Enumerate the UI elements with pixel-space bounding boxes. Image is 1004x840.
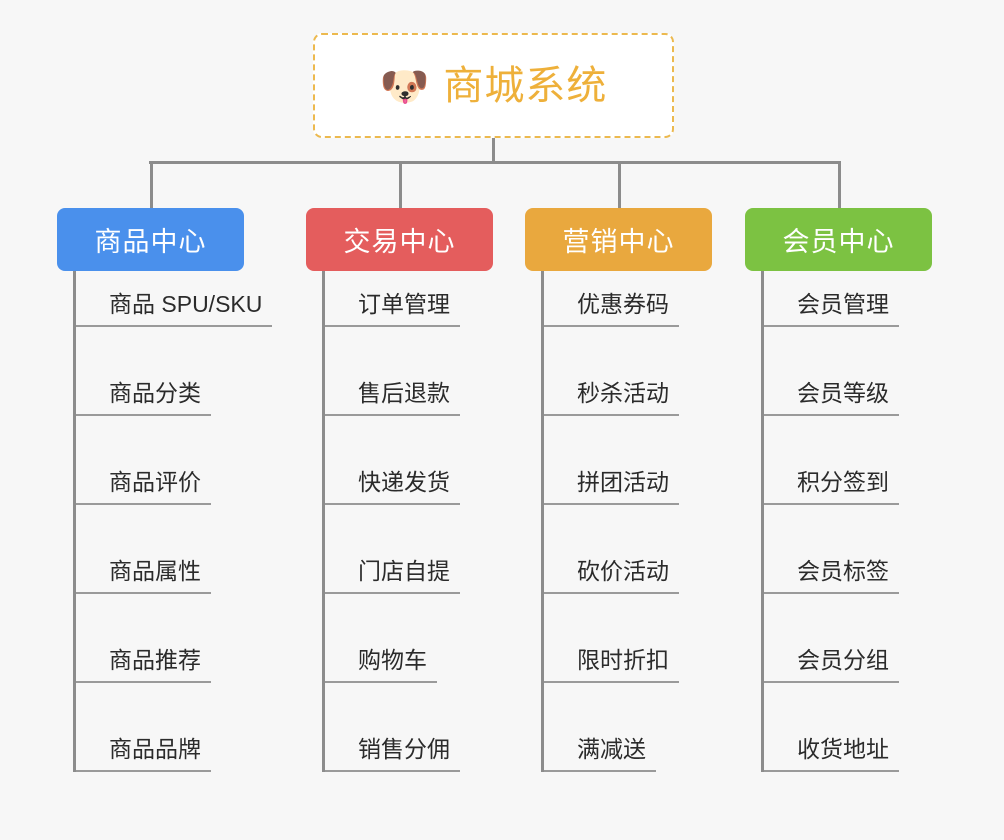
leaf-item-label: 会员标签 — [797, 558, 889, 584]
category-label: 交易中心 — [343, 227, 456, 257]
connector-drop-member-center — [838, 161, 841, 208]
connector-drop-product-center — [150, 161, 153, 208]
leaf-item-label: 商品推荐 — [109, 647, 201, 673]
leaf-item-label: 商品评价 — [109, 469, 201, 495]
leaf-item-label: 门店自提 — [358, 558, 450, 584]
leaf-item[interactable]: 拼团活动 — [544, 416, 679, 505]
leaf-item[interactable]: 商品评价 — [76, 416, 211, 505]
leaf-item[interactable]: 限时折扣 — [544, 594, 679, 683]
root-node-shopping-mall-system[interactable]: 🐶 商城系统 — [313, 33, 674, 138]
leaf-item[interactable]: 订单管理 — [325, 271, 460, 327]
leaf-item-label: 收货地址 — [797, 736, 889, 762]
leaf-item[interactable]: 砍价活动 — [544, 505, 679, 594]
leaf-item-label: 砍价活动 — [577, 558, 669, 584]
leaf-item[interactable]: 门店自提 — [325, 505, 460, 594]
leaf-item-label: 商品分类 — [109, 380, 201, 406]
leaf-item[interactable]: 秒杀活动 — [544, 327, 679, 416]
branch-column-marketing-center: 营销中心优惠券码秒杀活动拼团活动砍价活动限时折扣满减送 — [525, 208, 712, 772]
branch-trunk-trade-center: 订单管理售后退款快递发货门店自提购物车销售分佣 — [322, 271, 493, 772]
leaf-item[interactable]: 商品属性 — [76, 505, 211, 594]
leaf-item[interactable]: 商品品牌 — [76, 683, 211, 772]
leaf-item[interactable]: 商品推荐 — [76, 594, 211, 683]
leaf-item[interactable]: 商品 SPU/SKU — [76, 271, 272, 327]
branch-column-product-center: 商品中心商品 SPU/SKU 商品分类商品评价商品属性商品推荐商品品牌 — [57, 208, 272, 772]
leaf-item[interactable]: 会员管理 — [764, 271, 899, 327]
category-box-product-center[interactable]: 商品中心 — [57, 208, 244, 271]
leaf-item[interactable]: 积分签到 — [764, 416, 899, 505]
leaf-item-label: 会员分组 — [797, 647, 889, 673]
category-label: 商品中心 — [94, 227, 207, 257]
leaf-item-label: 销售分佣 — [358, 736, 450, 762]
category-box-trade-center[interactable]: 交易中心 — [306, 208, 493, 271]
branch-trunk-marketing-center: 优惠券码秒杀活动拼团活动砍价活动限时折扣满减送 — [541, 271, 712, 772]
leaf-item[interactable]: 会员等级 — [764, 327, 899, 416]
leaf-item[interactable]: 快递发货 — [325, 416, 460, 505]
leaf-item-label: 商品 SPU/SKU — [109, 291, 263, 317]
leaf-item-label: 拼团活动 — [577, 469, 669, 495]
leaf-item[interactable]: 购物车 — [325, 594, 437, 683]
leaf-item-label: 商品品牌 — [109, 736, 201, 762]
root-node-title: 商城系统 — [443, 63, 608, 108]
leaf-item-label: 积分签到 — [797, 469, 889, 495]
leaf-item-label: 会员等级 — [797, 380, 889, 406]
leaf-item[interactable]: 会员标签 — [764, 505, 899, 594]
leaf-item-label: 限时折扣 — [577, 647, 669, 673]
leaf-item-label: 满减送 — [577, 736, 646, 762]
branch-trunk-member-center: 会员管理会员等级积分签到会员标签会员分组收货地址 — [761, 271, 932, 772]
leaf-item[interactable]: 满减送 — [544, 683, 656, 772]
leaf-item-label: 售后退款 — [358, 380, 450, 406]
leaf-item-label: 商品属性 — [109, 558, 201, 584]
leaf-item[interactable]: 优惠券码 — [544, 271, 679, 327]
leaf-item[interactable]: 商品分类 — [76, 327, 211, 416]
leaf-item-label: 订单管理 — [358, 291, 450, 317]
leaf-item[interactable]: 会员分组 — [764, 594, 899, 683]
branch-column-member-center: 会员中心会员管理会员等级积分签到会员标签会员分组收货地址 — [745, 208, 932, 772]
category-label: 营销中心 — [562, 227, 675, 257]
connector-drop-trade-center — [399, 161, 402, 208]
leaf-item-label: 会员管理 — [797, 291, 889, 317]
connector-drop-marketing-center — [618, 161, 621, 208]
connector-root-vertical — [492, 138, 495, 163]
branch-column-trade-center: 交易中心订单管理售后退款快递发货门店自提购物车销售分佣 — [306, 208, 493, 772]
leaf-item-label: 购物车 — [358, 647, 427, 673]
leaf-item-label: 快递发货 — [358, 469, 450, 495]
branch-trunk-product-center: 商品 SPU/SKU 商品分类商品评价商品属性商品推荐商品品牌 — [73, 271, 272, 772]
leaf-item-label: 秒杀活动 — [577, 380, 669, 406]
category-box-marketing-center[interactable]: 营销中心 — [525, 208, 712, 271]
leaf-item[interactable]: 收货地址 — [764, 683, 899, 772]
connector-horizontal-bus — [149, 161, 840, 164]
shiba-dog-face-icon: 🐶 — [379, 64, 430, 109]
category-label: 会员中心 — [782, 227, 895, 257]
leaf-item-label: 优惠券码 — [577, 291, 669, 317]
leaf-item[interactable]: 销售分佣 — [325, 683, 460, 772]
leaf-item[interactable]: 售后退款 — [325, 327, 460, 416]
category-box-member-center[interactable]: 会员中心 — [745, 208, 932, 271]
